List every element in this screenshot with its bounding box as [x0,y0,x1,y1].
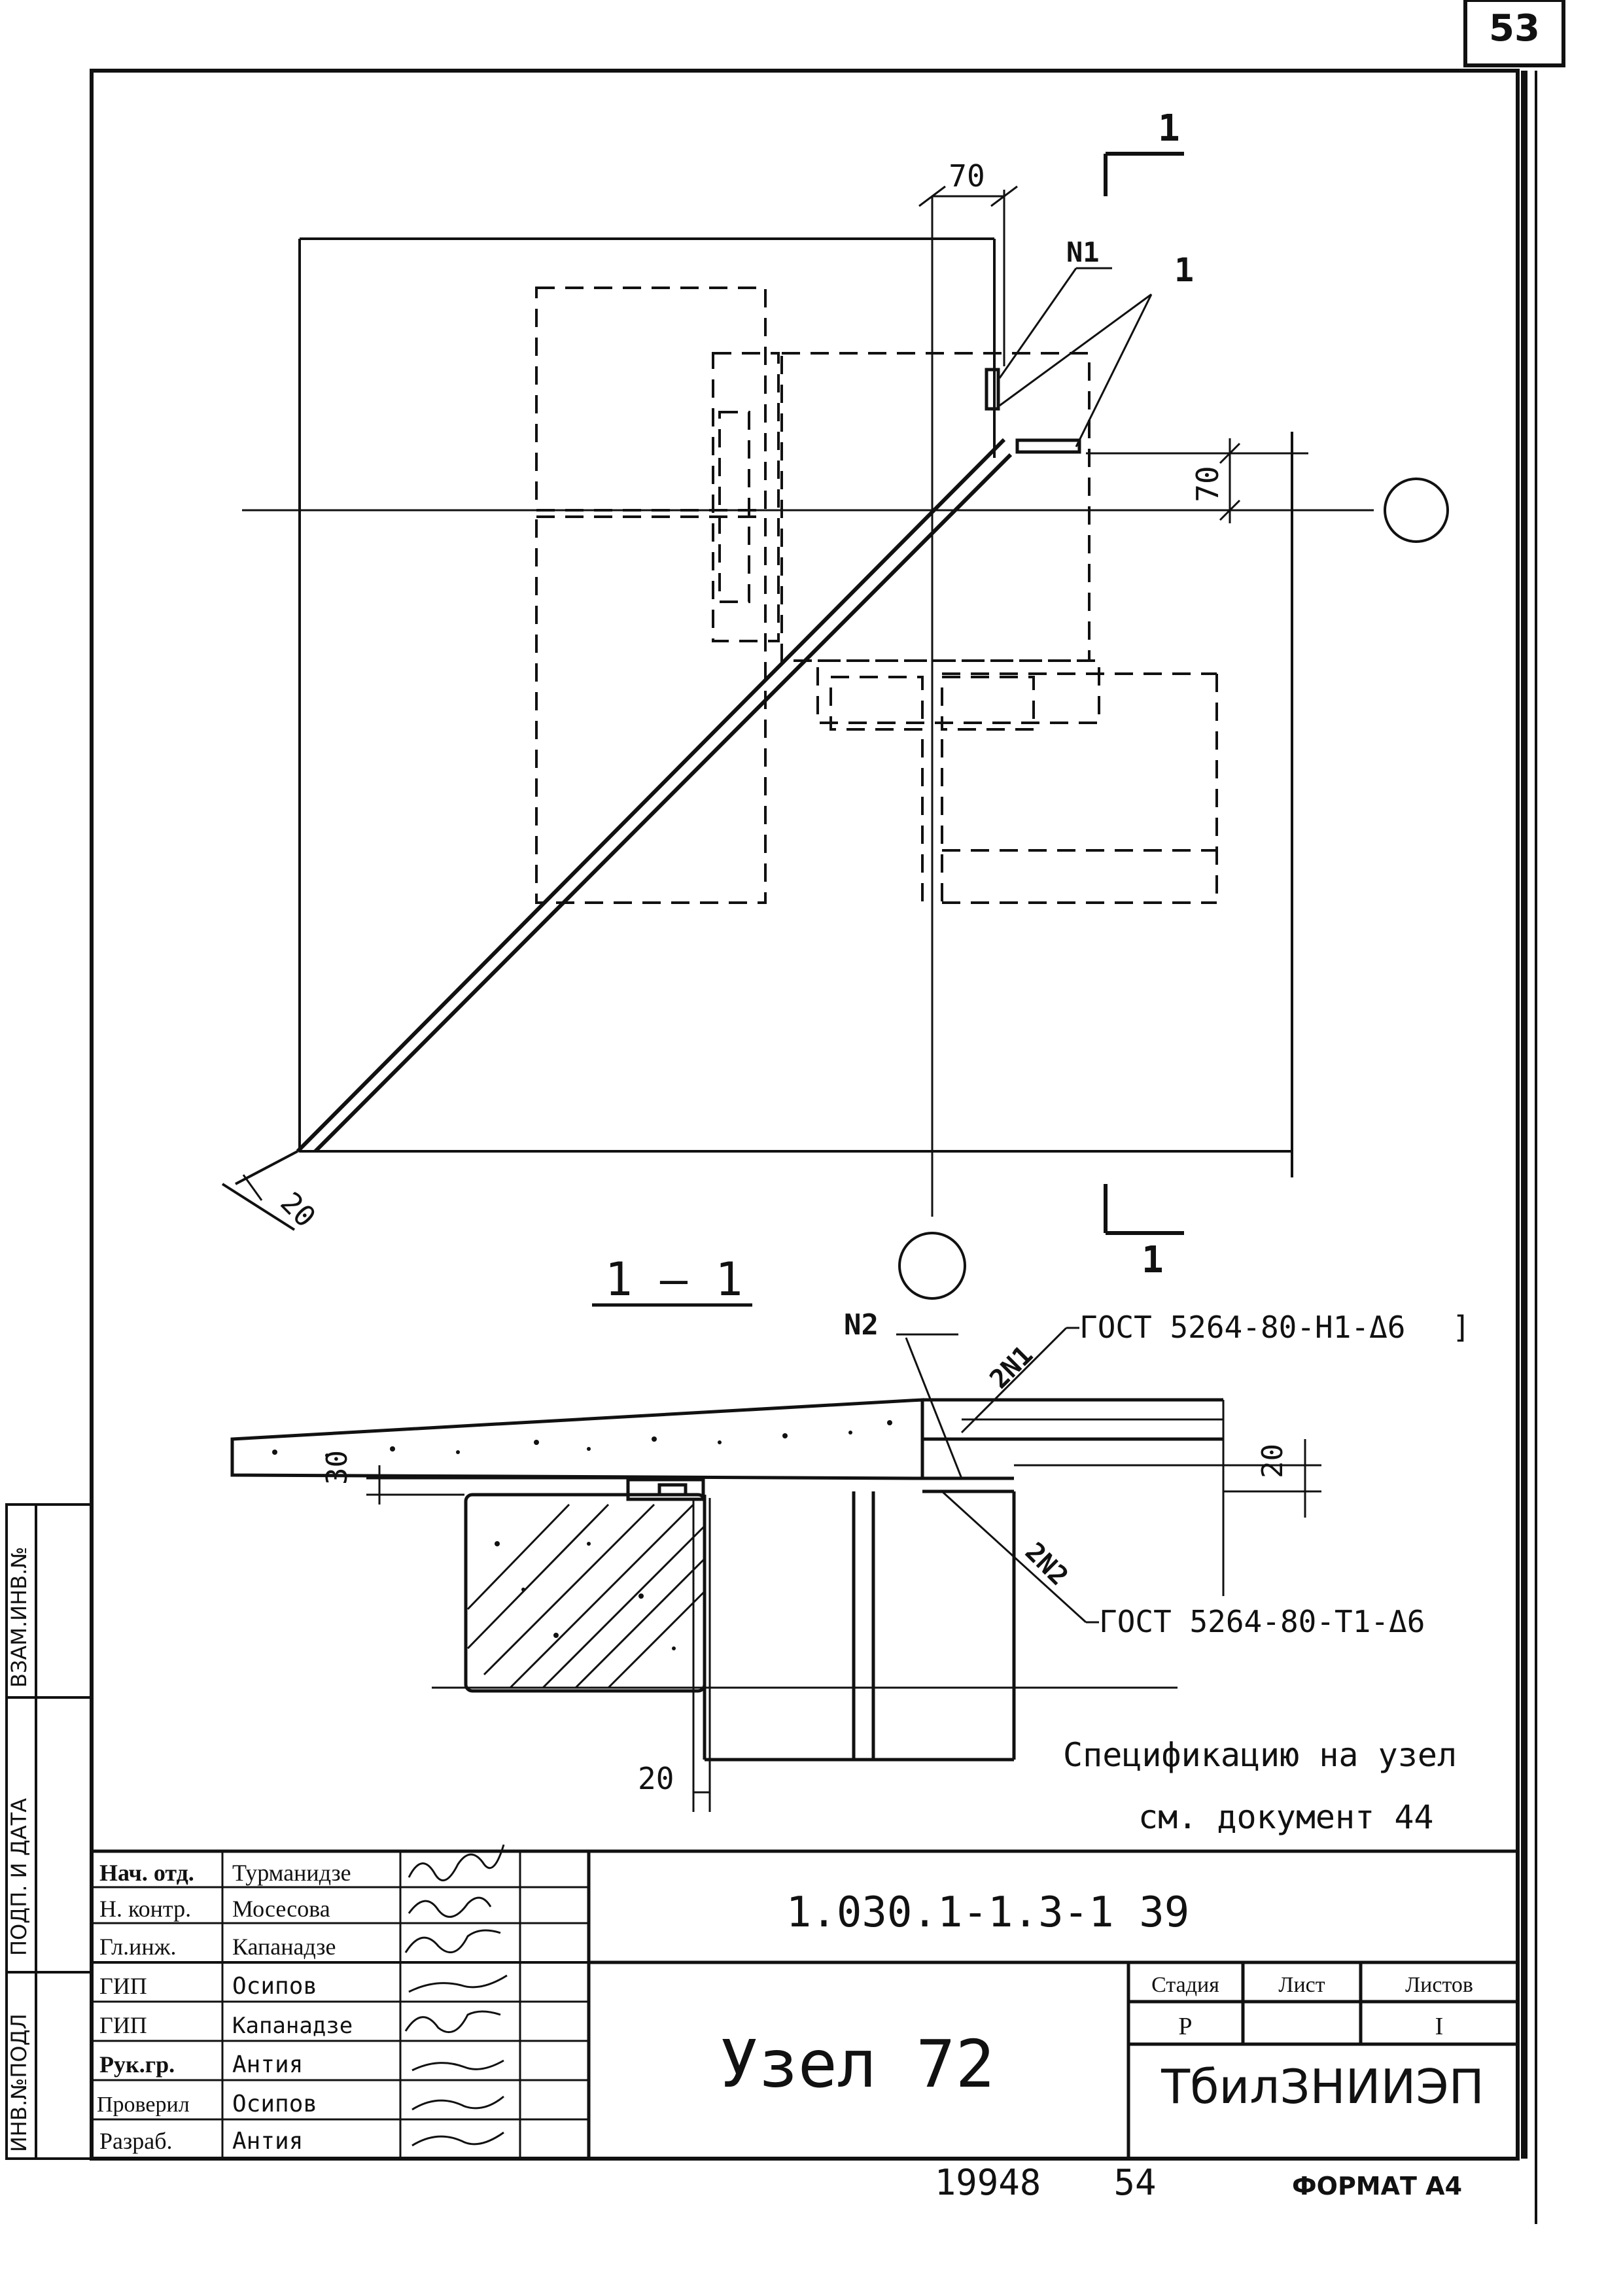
sheets-header: Листов [1405,1973,1473,1997]
staff-role: Н. контр. [99,1896,191,1922]
dim-left-30: 30 [321,1450,354,1485]
staff-name: Турманидзе [232,1860,351,1886]
weld-bottom-callout: ГОСТ 5264-80-Т1-Δ6 [1099,1604,1425,1639]
stage-value: Р [1178,2013,1192,2040]
drawing-title: Узел 72 [719,2026,994,2102]
label-n1: N1 [1066,236,1100,268]
staff-role: Нач. отд. [99,1860,194,1886]
section-mark-bottom: 1 [1142,1239,1164,1281]
organization: ТбилЗНИИЭП [1161,2059,1484,2114]
dim-top-70: 70 [949,158,985,194]
note-line-2: см. документ 44 [1138,1798,1434,1836]
staff-name: Антия [232,2051,303,2078]
slab-concrete-texture [272,1420,892,1650]
column-hatching [466,1503,706,1689]
dim-right-70: 70 [1190,466,1225,502]
weld-top-callout: ГОСТ 5264-80-Н1-Δ6 [1079,1310,1406,1345]
staff-name: Осипов [232,2091,317,2117]
dim-bottom-20: 20 [638,1761,674,1796]
staff-role: Разраб. [99,2128,173,2154]
staff-name: Осипов [232,1973,317,2000]
staff-role: Рук.гр. [99,2051,175,2078]
document-code: 1.030.1-1.3-1 39 [786,1888,1190,1937]
staff-name: Антия [232,2128,303,2155]
staff-name: Капанадзе [232,1934,336,1960]
bottom-sheet-ref: 54 [1113,2162,1156,2203]
staff-role: ГИП [99,2012,147,2038]
leader-mark-1: 1 [1174,251,1194,289]
section-title: 1 — 1 [605,1253,743,1306]
title-block-grid [90,1849,1520,2161]
weld-bottom-number: 2N2 [1019,1537,1074,1592]
page-number-box: 53 [1463,0,1565,67]
staff-role: Проверил [97,2093,190,2117]
side-stamp [5,1503,93,2160]
staff-table: Нач. отд. Турманидзе Н. контр. Мосесова … [97,1860,353,2155]
section-mark-top: 1 [1158,107,1180,150]
plan-view [221,152,1449,1300]
staff-role: Гл.инж. [99,1934,176,1960]
sheets-value: I [1435,2013,1444,2040]
dim-right-20: 20 [1256,1444,1289,1478]
label-n2: N2 [844,1308,879,1342]
side-stamp-replace: ВЗАМ.ИНВ.№ [7,1546,31,1688]
side-stamp-inv: ИНВ.№ПОДЛ [7,2013,31,2152]
note-line-1: Спецификацию на узел [1063,1736,1457,1774]
staff-role: ГИП [99,1973,147,1999]
weld-top-number: 2N1 [985,1340,1039,1395]
bottom-inventory-number: 19948 [935,2162,1041,2203]
callout-leaders [896,1327,1099,1624]
side-stamp-sign: ПОДП. И ДАТА [7,1798,31,1956]
staff-name: Мосесова [232,1896,330,1922]
stage-header: Стадия [1151,1973,1219,1997]
staff-name: Капанадзе [232,2013,353,2039]
weld-top-bracket: ] [1452,1310,1471,1345]
signatures [404,1844,508,2147]
sheet-header: Лист [1278,1973,1325,1997]
section-view [230,1398,1321,1812]
page-number: 53 [1489,7,1540,50]
format-label: ФОРМАТ А4 [1292,2172,1462,2200]
dim-diagonal-20: 20 [273,1186,322,1234]
